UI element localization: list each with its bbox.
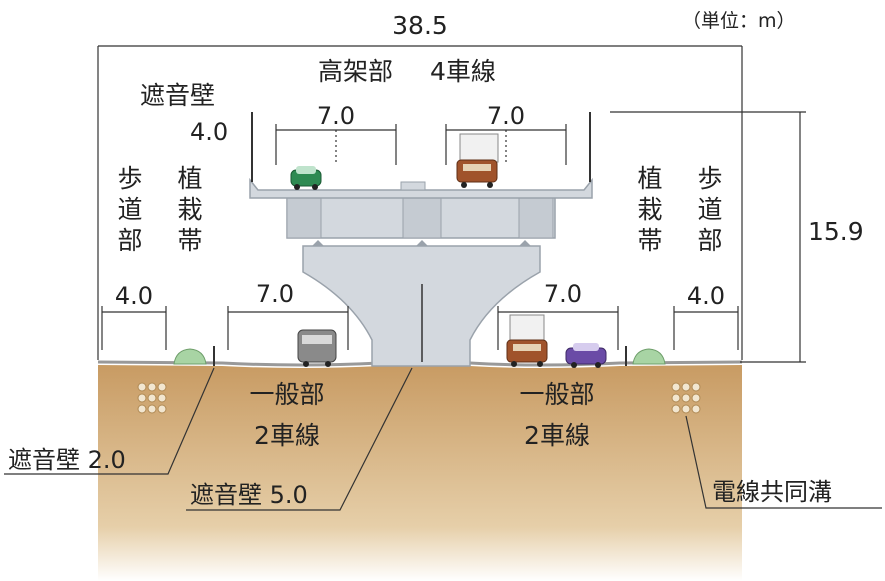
- elevated-lane-width-right: 7.0: [487, 102, 525, 130]
- planting-shrub-right: [632, 348, 666, 365]
- left-sidewalk-char-1: 歩: [117, 164, 142, 193]
- left-sidewalk-char-2: 道: [117, 195, 142, 224]
- right-sidewalk-char-2: 道: [697, 195, 722, 224]
- right-road-lanes: 2車線: [524, 421, 590, 450]
- sound-wall-median-callout: 遮音壁 5.0: [190, 481, 308, 509]
- right-planting-char-1: 植: [637, 164, 662, 193]
- left-road-lanes: 2車線: [254, 421, 320, 450]
- bearing-shoes: [312, 240, 531, 246]
- girder-right: [518, 195, 554, 239]
- car-icon: [565, 343, 607, 368]
- left-planting-char-3: 帯: [177, 226, 202, 255]
- height-label: 15.9: [808, 217, 864, 246]
- right-road-width: 7.0: [544, 280, 582, 308]
- right-road-title: 一般部: [519, 380, 594, 409]
- left-sidewalk-char-3: 部: [117, 226, 142, 255]
- dimension-lines: [97, 45, 806, 363]
- planting-shrub-left: [173, 348, 207, 365]
- left-planting-char-2: 栽: [177, 195, 202, 224]
- right-planting-char-3: 帯: [637, 226, 662, 255]
- utility-conduit-right: [671, 382, 701, 414]
- elevated-title: 高架部: [318, 57, 393, 86]
- bus-icon: [297, 329, 337, 367]
- girder-left: [286, 195, 322, 239]
- sound-wall-small-callout: 遮音壁 2.0: [8, 446, 126, 474]
- elevated-lane-width-left: 7.0: [317, 102, 355, 130]
- unit-label: （単位：m）: [682, 10, 796, 32]
- ground-section: [98, 365, 742, 581]
- car-icon: [290, 166, 322, 190]
- elevated-lanes: 4車線: [430, 57, 496, 86]
- truck-icon: [506, 314, 548, 367]
- left-sidewalk-width: 4.0: [115, 282, 153, 310]
- right-sidewalk-char-3: 部: [697, 226, 722, 255]
- utility-conduit-callout: 電線共同溝: [712, 478, 832, 506]
- right-planting-char-2: 栽: [637, 195, 662, 224]
- elevated-sound-wall-height: 4.0: [190, 118, 228, 146]
- girder-center: [402, 195, 442, 239]
- left-road-title: 一般部: [249, 380, 324, 409]
- left-road-width: 7.0: [256, 280, 294, 308]
- median-divider: [400, 181, 426, 191]
- right-sidewalk-width: 4.0: [687, 282, 725, 310]
- callout-leader-lines: [4, 367, 882, 511]
- truck-icon: [456, 133, 499, 188]
- utility-conduit-left: [137, 382, 167, 414]
- viaduct-deck: [249, 177, 593, 199]
- total-width-label: 38.5: [392, 11, 448, 40]
- left-planting-char-1: 植: [177, 164, 202, 193]
- right-sidewalk-char-1: 歩: [697, 164, 722, 193]
- elevated-sound-wall-label: 遮音壁: [140, 81, 215, 110]
